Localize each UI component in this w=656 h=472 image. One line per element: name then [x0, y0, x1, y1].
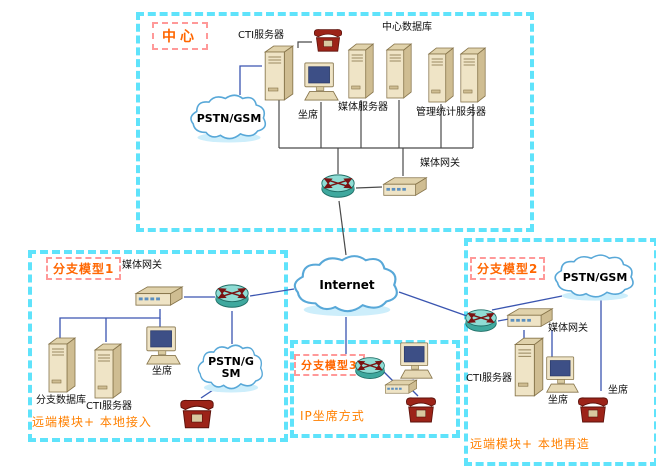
- branch2-media-gateway-icon: [506, 306, 554, 330]
- center-media-server-icon: [346, 42, 376, 100]
- center-db-label: 中心数据库: [382, 22, 432, 33]
- branch2-phone-icon: [576, 394, 610, 424]
- center-mgmt-server-icon-1: [426, 46, 456, 104]
- center-media-gateway-icon: [382, 175, 428, 199]
- branch2-pstn-label: PSTN/GSM: [562, 270, 628, 284]
- branch2-media-gateway-label: 媒体网关: [548, 323, 588, 334]
- center-database-server-icon: [384, 42, 414, 100]
- branch1-group-box: [28, 250, 288, 442]
- branch1-media-gateway-label: 媒体网关: [122, 260, 162, 271]
- center-mgmt-server-icon-2: [458, 46, 488, 104]
- internet-cloud-icon: Internet: [288, 252, 406, 318]
- branch1-cti-server-label: CTI服务器: [86, 401, 133, 412]
- center-router-icon: [320, 173, 356, 201]
- branch1-media-gateway-icon: [134, 284, 184, 309]
- branch2-caption: 远端模块+ 本地再造: [470, 437, 590, 451]
- branch2-tag: 分支模型2: [470, 257, 546, 280]
- center-group-box: [136, 12, 534, 232]
- center-agent-workstation-icon: [302, 62, 340, 102]
- center-agent-label: 坐席: [298, 110, 318, 121]
- branch1-agent-label: 坐席: [152, 366, 172, 377]
- branch1-agent-workstation-icon: [144, 326, 182, 366]
- branch1-pstn-cloud-icon: PSTN/GSM: [194, 342, 268, 394]
- branch3-phone-icon: [404, 394, 438, 424]
- center-media-server-label: 媒体服务器: [338, 102, 388, 113]
- branch2-cti-server-icon: [512, 336, 546, 398]
- branch1-caption: 远端模块+ 本地接入: [32, 415, 152, 429]
- branch3-agent-workstation-icon: [398, 342, 434, 380]
- center-phone-icon: [312, 26, 344, 53]
- branch1-tag: 分支模型1: [46, 257, 122, 280]
- branch2-agent2-label: 坐席: [608, 385, 628, 396]
- branch3-router-icon: [354, 356, 386, 382]
- branch2-cti-server-label: CTI服务器: [466, 373, 513, 384]
- branch1-cti-server-icon: [92, 342, 124, 400]
- internet-label: Internet: [319, 278, 375, 292]
- branch2-agent-workstation-icon: [544, 356, 580, 394]
- branch3-tag: 分支模型3: [294, 354, 365, 376]
- center-mgmt-server-label: 管理统计服务器: [416, 107, 486, 118]
- center-pstn-cloud-icon: PSTN/GSM: [186, 92, 272, 144]
- branch2-group-box: [464, 238, 656, 466]
- branch1-db-server-icon: [46, 336, 78, 394]
- center-media-gateway-label: 媒体网关: [420, 158, 460, 169]
- center-cti-server-label: CTI服务器: [238, 30, 285, 41]
- center-pstn-label: PSTN/GSM: [196, 111, 262, 125]
- branch1-phone-icon: [178, 396, 216, 430]
- branch2-router-icon: [464, 308, 498, 335]
- branch2-pstn-cloud-icon: PSTN/GSM: [550, 252, 640, 302]
- branch3-caption: IP坐席方式: [300, 409, 365, 423]
- branch1-pstn-label: PSTN/GSM: [208, 354, 254, 380]
- branch3-group-box: [290, 340, 460, 438]
- center-tag: 中心: [152, 22, 208, 50]
- branch1-router-icon: [214, 283, 250, 311]
- branch1-db-label: 分支数据库: [36, 395, 86, 406]
- branch2-agent-label: 坐席: [548, 395, 568, 406]
